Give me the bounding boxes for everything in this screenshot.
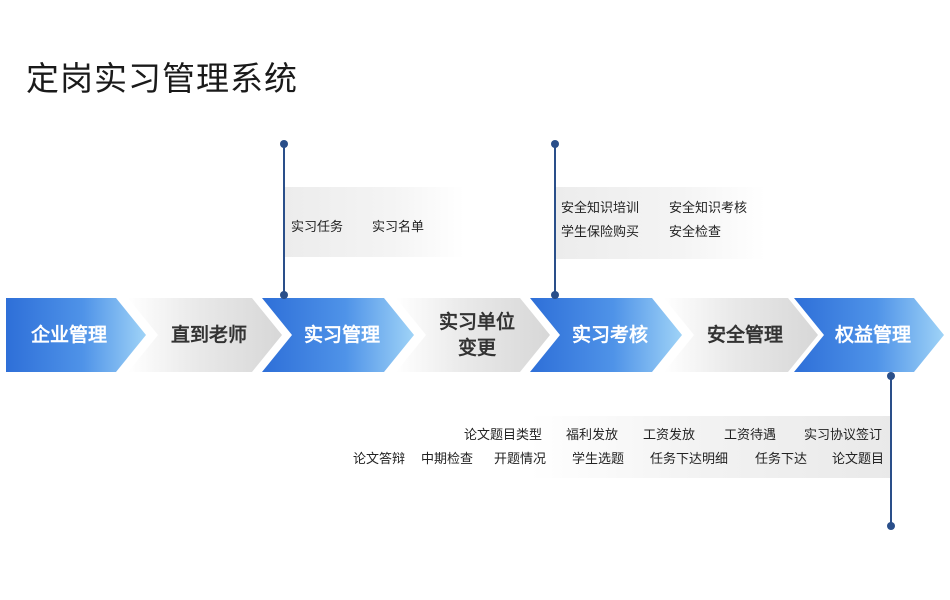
callout-item[interactable]: 论文题目类型 bbox=[464, 428, 543, 443]
callout-item[interactable]: 安全检查 bbox=[669, 225, 722, 240]
callout-assessment-panel: 安全知识培训 安全知识考核 学生保险购买 安全检查 bbox=[555, 187, 765, 259]
connector-dot bbox=[280, 140, 288, 148]
callout-item[interactable]: 实习协议签订 bbox=[804, 428, 883, 443]
callout-item[interactable]: 中期检查 bbox=[421, 452, 474, 467]
step-label: 安全管理 bbox=[706, 324, 783, 346]
callout-item[interactable]: 福利发放 bbox=[566, 428, 619, 443]
step-label: 权益管理 bbox=[834, 324, 911, 346]
step-mentor[interactable]: 直到老师 bbox=[128, 298, 282, 372]
connector-line bbox=[283, 144, 285, 295]
page-title: 定岗实习管理系统 bbox=[26, 59, 298, 98]
connector-dot bbox=[551, 140, 559, 148]
callout-item[interactable]: 工资待遇 bbox=[724, 428, 777, 443]
callout-item[interactable]: 实习名单 bbox=[372, 220, 425, 235]
callout-item[interactable]: 学生保险购买 bbox=[561, 225, 640, 240]
step-label: 实习考核 bbox=[571, 324, 648, 346]
callout-item[interactable]: 论文题目 bbox=[832, 452, 885, 467]
callout-item[interactable]: 任务下达明细 bbox=[650, 452, 729, 467]
callout-item[interactable]: 任务下达 bbox=[755, 452, 808, 467]
connector-dot bbox=[887, 372, 895, 380]
step-safety-management[interactable]: 安全管理 bbox=[664, 298, 818, 372]
step-internship-management[interactable]: 实习管理 bbox=[262, 298, 414, 372]
connector-dot bbox=[551, 291, 559, 299]
callout-item[interactable]: 论文答辩 bbox=[353, 452, 406, 467]
callout-item[interactable]: 安全知识考核 bbox=[669, 201, 748, 216]
step-enterprise-management[interactable]: 企业管理 bbox=[6, 298, 146, 372]
step-label: 实习单位 变更 bbox=[438, 311, 515, 359]
callout-item[interactable]: 实习任务 bbox=[291, 220, 344, 235]
callout-item[interactable]: 安全知识培训 bbox=[561, 201, 640, 216]
connector-dot bbox=[887, 522, 895, 530]
connector-line bbox=[554, 144, 556, 295]
step-unit-change[interactable]: 实习单位 变更 bbox=[396, 298, 550, 372]
step-label: 直到老师 bbox=[170, 324, 247, 346]
step-label: 企业管理 bbox=[30, 324, 107, 346]
callout-item[interactable]: 开题情况 bbox=[494, 452, 547, 467]
connector-line bbox=[890, 376, 892, 526]
step-label: 实习管理 bbox=[303, 324, 380, 346]
callout-item[interactable]: 学生选题 bbox=[572, 452, 625, 467]
callout-item[interactable]: 工资发放 bbox=[643, 428, 696, 443]
callout-internship-panel: 实习任务 实习名单 bbox=[284, 187, 464, 257]
callout-rights-panel bbox=[530, 416, 891, 478]
connector-dot bbox=[280, 291, 288, 299]
step-internship-assessment[interactable]: 实习考核 bbox=[530, 298, 682, 372]
